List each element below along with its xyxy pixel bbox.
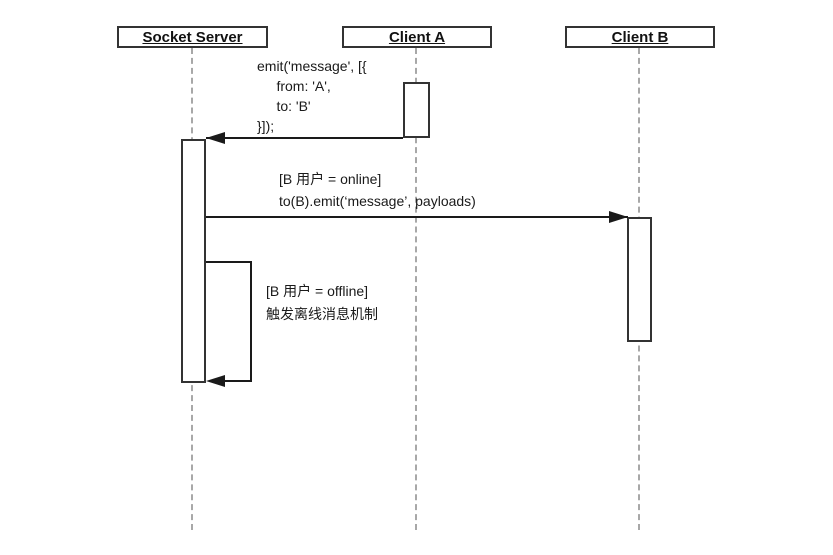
message-2-arrowhead-icon — [609, 211, 628, 223]
message-2-label: [B 用户 = online] to(B).emit(‘message’, pa… — [279, 171, 476, 209]
lifeline-client-a — [415, 48, 417, 530]
message-3-label: [B 用户 = offline] 触发离线消息机制 — [266, 283, 378, 322]
actor-box-socket-server: Socket Server — [117, 26, 268, 48]
message-3-arrowhead-icon — [206, 375, 225, 387]
message-1-label: emit('message', [{ from: 'A', to: 'B' }]… — [257, 58, 367, 134]
actor-box-client-a: Client A — [342, 26, 492, 48]
message-1-arrowhead-icon — [206, 132, 225, 144]
message-2-line — [206, 216, 628, 218]
activation-client-a — [403, 82, 430, 138]
actor-label-client-b: Client B — [611, 28, 669, 46]
actor-box-client-b: Client B — [565, 26, 715, 48]
activation-socket-server — [181, 139, 206, 383]
message-1-line — [206, 137, 403, 139]
message-3-line-bottom — [216, 380, 252, 382]
activation-client-b — [627, 217, 652, 342]
actor-label-socket-server: Socket Server — [142, 28, 243, 46]
actor-label-client-a: Client A — [388, 28, 446, 46]
message-3-line-right — [250, 261, 252, 382]
message-3-line-top — [206, 261, 252, 263]
